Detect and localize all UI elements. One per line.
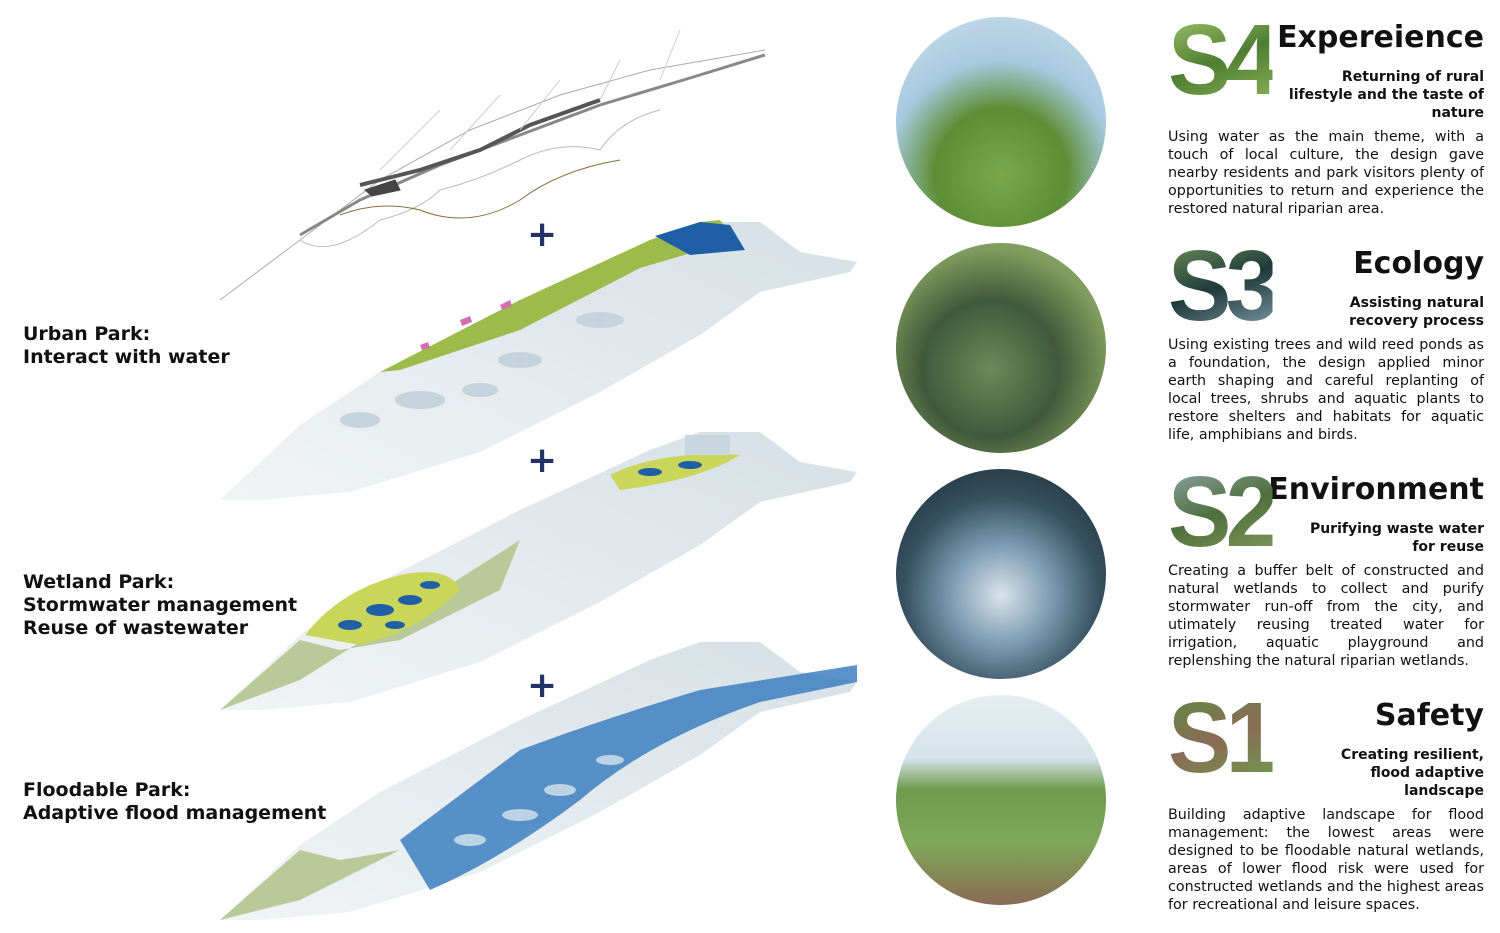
section-title: Safety [1374, 698, 1484, 733]
photo-environment [896, 469, 1106, 679]
floodable-park-layer [220, 642, 857, 920]
layer-title: Wetland Park: [23, 571, 175, 593]
section-subtitle: Returning of rural lifestyle and the tas… [1288, 69, 1484, 121]
photo-experience [896, 17, 1106, 227]
layer-title: Urban Park: [23, 323, 151, 345]
urban-park-layer [220, 220, 857, 500]
section-body: Creating a buffer belt of constructed an… [1168, 563, 1484, 669]
section-s1: S1 Safety Creating resilient, flood adap… [1168, 682, 1484, 914]
section-s4: S4 Expereience Returning of rural lifest… [1168, 4, 1484, 218]
layer-label-wetland-park: Wetland Park: Stormwater management Reus… [23, 571, 297, 640]
layer-label-urban-park: Urban Park: Interact with water [23, 323, 230, 369]
layer-description: Stormwater management [23, 594, 298, 616]
layer-description: Reuse of wastewater [23, 617, 249, 639]
section-body: Using water as the main theme, with a to… [1168, 129, 1484, 217]
section-number: S2 [1168, 456, 1279, 568]
layer-description: Interact with water [23, 346, 230, 368]
photo-ecology [896, 243, 1106, 453]
layered-site-plans [219, 29, 857, 920]
section-s3: S3 Ecology Assisting natural recovery pr… [1168, 230, 1484, 444]
section-title: Expereience [1277, 20, 1484, 55]
plus-icon: + [527, 440, 558, 481]
photo-safety [896, 695, 1106, 905]
section-title: Ecology [1353, 246, 1484, 281]
section-title: Environment [1268, 472, 1484, 507]
section-number: S3 [1168, 230, 1279, 342]
section-body: Using existing trees and wild reed ponds… [1168, 337, 1484, 443]
section-s2: S2 Environment Purifying waste water for… [1168, 456, 1484, 670]
section-subtitle: Creating resilient, flood adaptive lands… [1340, 747, 1484, 799]
section-subtitle: Assisting natural recovery process [1349, 295, 1484, 329]
plus-icon: + [527, 665, 558, 706]
section-number: S1 [1168, 682, 1279, 794]
section-number: S4 [1168, 4, 1279, 116]
layer-title: Floodable Park: [23, 779, 191, 801]
section-body: Building adaptive landscape for flood ma… [1168, 807, 1484, 913]
plus-icon: + [527, 214, 558, 255]
base-line-map [219, 29, 766, 301]
layer-label-floodable-park: Floodable Park: Adaptive flood managemen… [23, 779, 326, 825]
layer-description: Adaptive flood management [23, 802, 327, 824]
section-subtitle: Purifying waste water for reuse [1309, 521, 1484, 555]
wetland-park-layer [220, 432, 857, 710]
